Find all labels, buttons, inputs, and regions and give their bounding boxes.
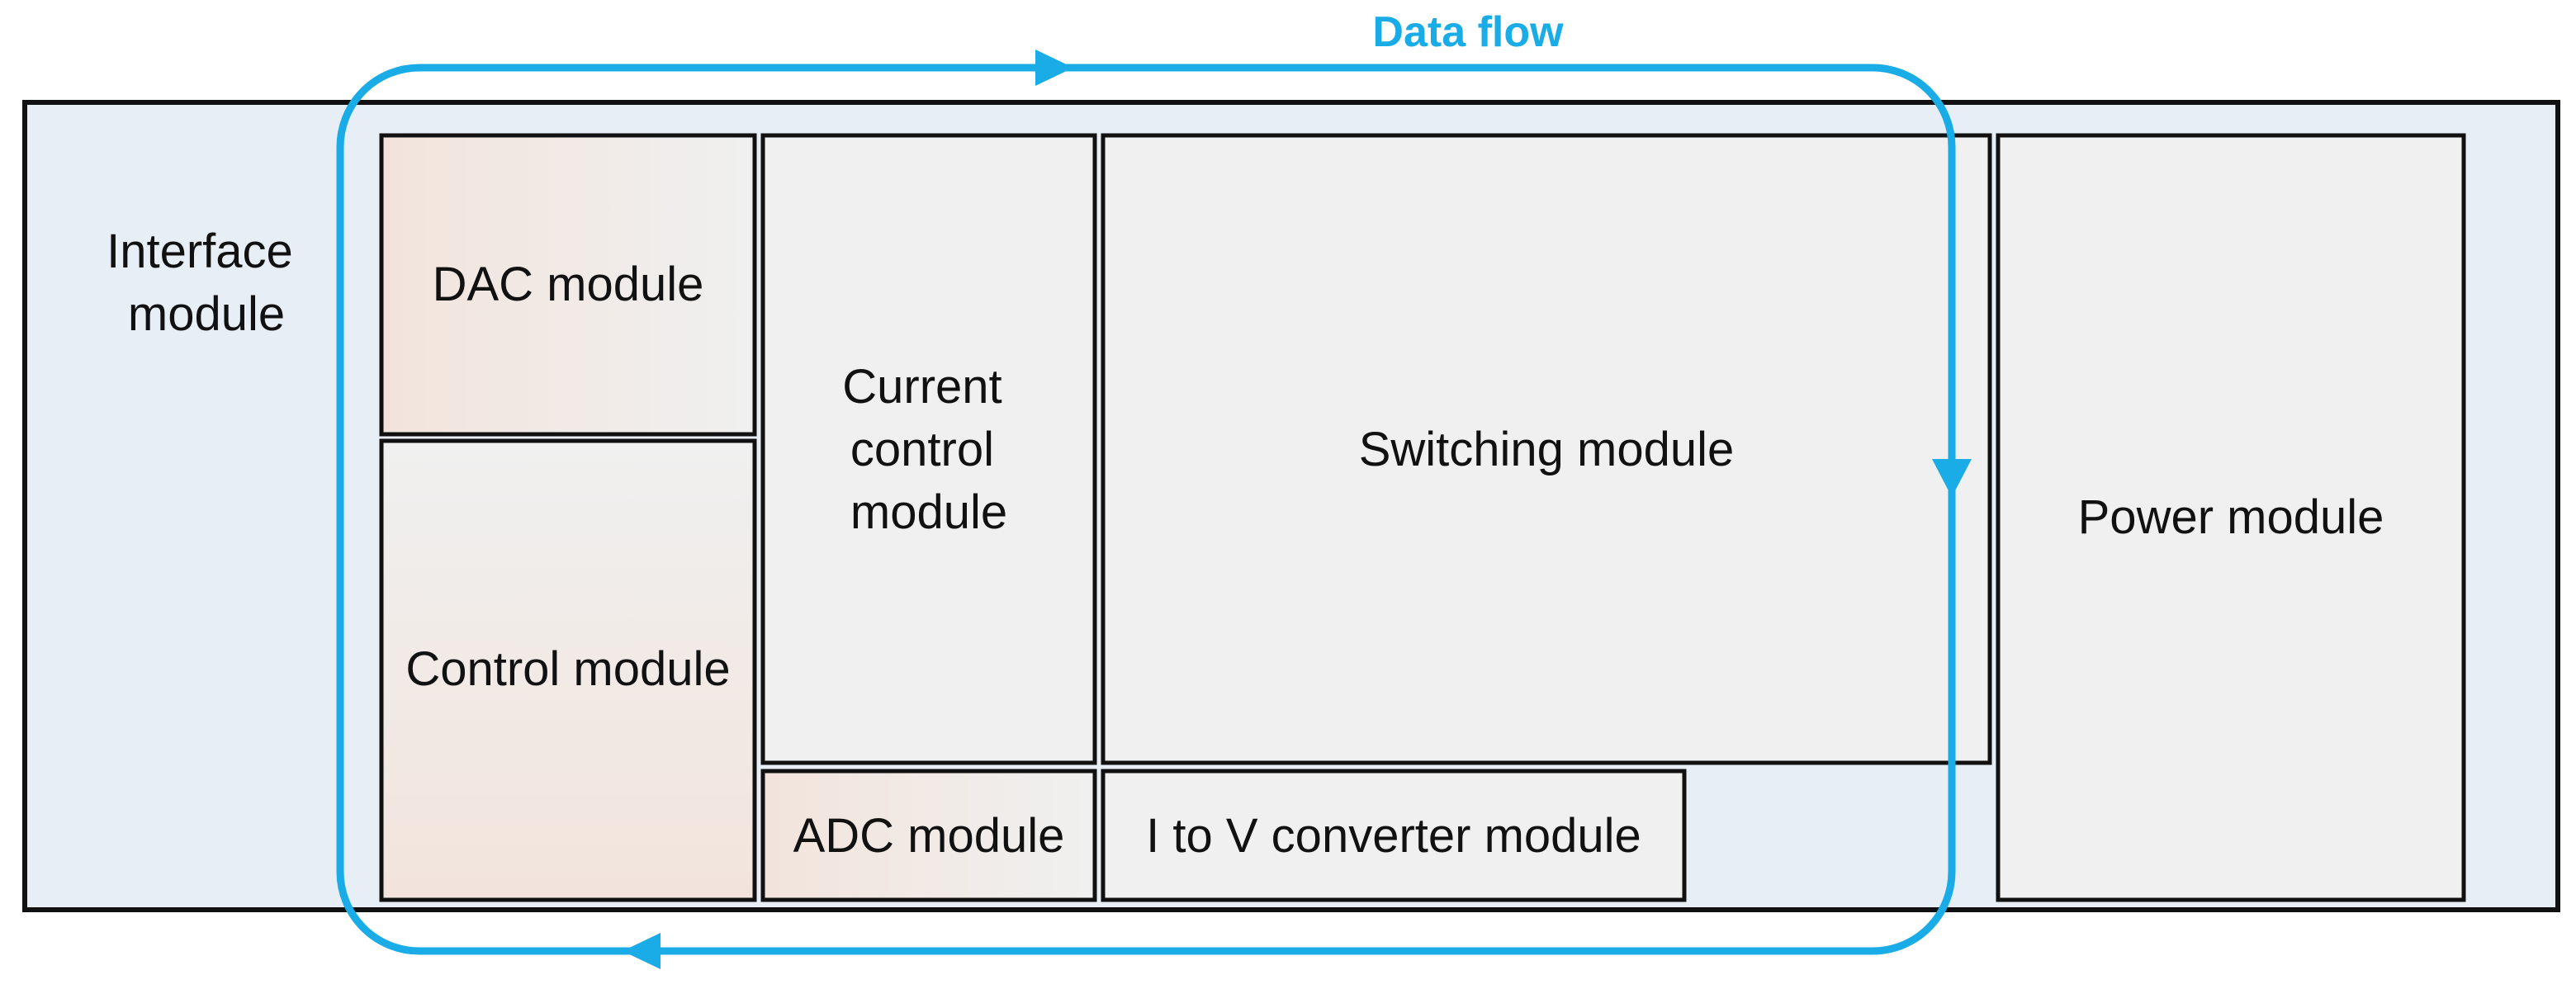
adc-module-label: ADC module <box>793 809 1065 863</box>
adc-module-box <box>760 769 1097 902</box>
data-flow-arrow-right <box>1035 50 1073 86</box>
i-to-v-converter-module-box <box>1101 769 1687 902</box>
current-control-module-box <box>760 133 1097 765</box>
switching-module-label: Switching module <box>1359 423 1735 476</box>
power-module-label: Power module <box>2078 490 2384 544</box>
current-control-label-line1: Current <box>842 360 1002 414</box>
interface-module-label-line1: Interface <box>107 225 293 278</box>
interface-module-label-line2: module <box>128 287 285 341</box>
control-module-label: Control module <box>405 642 730 696</box>
data-flow-loop <box>336 64 1956 955</box>
current-control-label-line2: control <box>850 423 994 476</box>
data-flow-label: Data flow <box>1372 8 1564 56</box>
data-flow-arrow-left <box>623 933 661 969</box>
control-module-box <box>379 438 757 902</box>
dac-module-box <box>379 133 757 437</box>
i-to-v-converter-module-label: I to V converter module <box>1146 809 1641 863</box>
interface-module-label: Interface module <box>107 225 306 341</box>
current-control-module-label: Current control module <box>842 360 1016 539</box>
switching-module-box <box>1101 133 1992 765</box>
data-flow-arrow-down <box>1932 459 1972 497</box>
power-module-box <box>1996 133 2466 902</box>
dac-module-label: DAC module <box>433 258 704 311</box>
current-control-label-line3: module <box>850 485 1007 539</box>
